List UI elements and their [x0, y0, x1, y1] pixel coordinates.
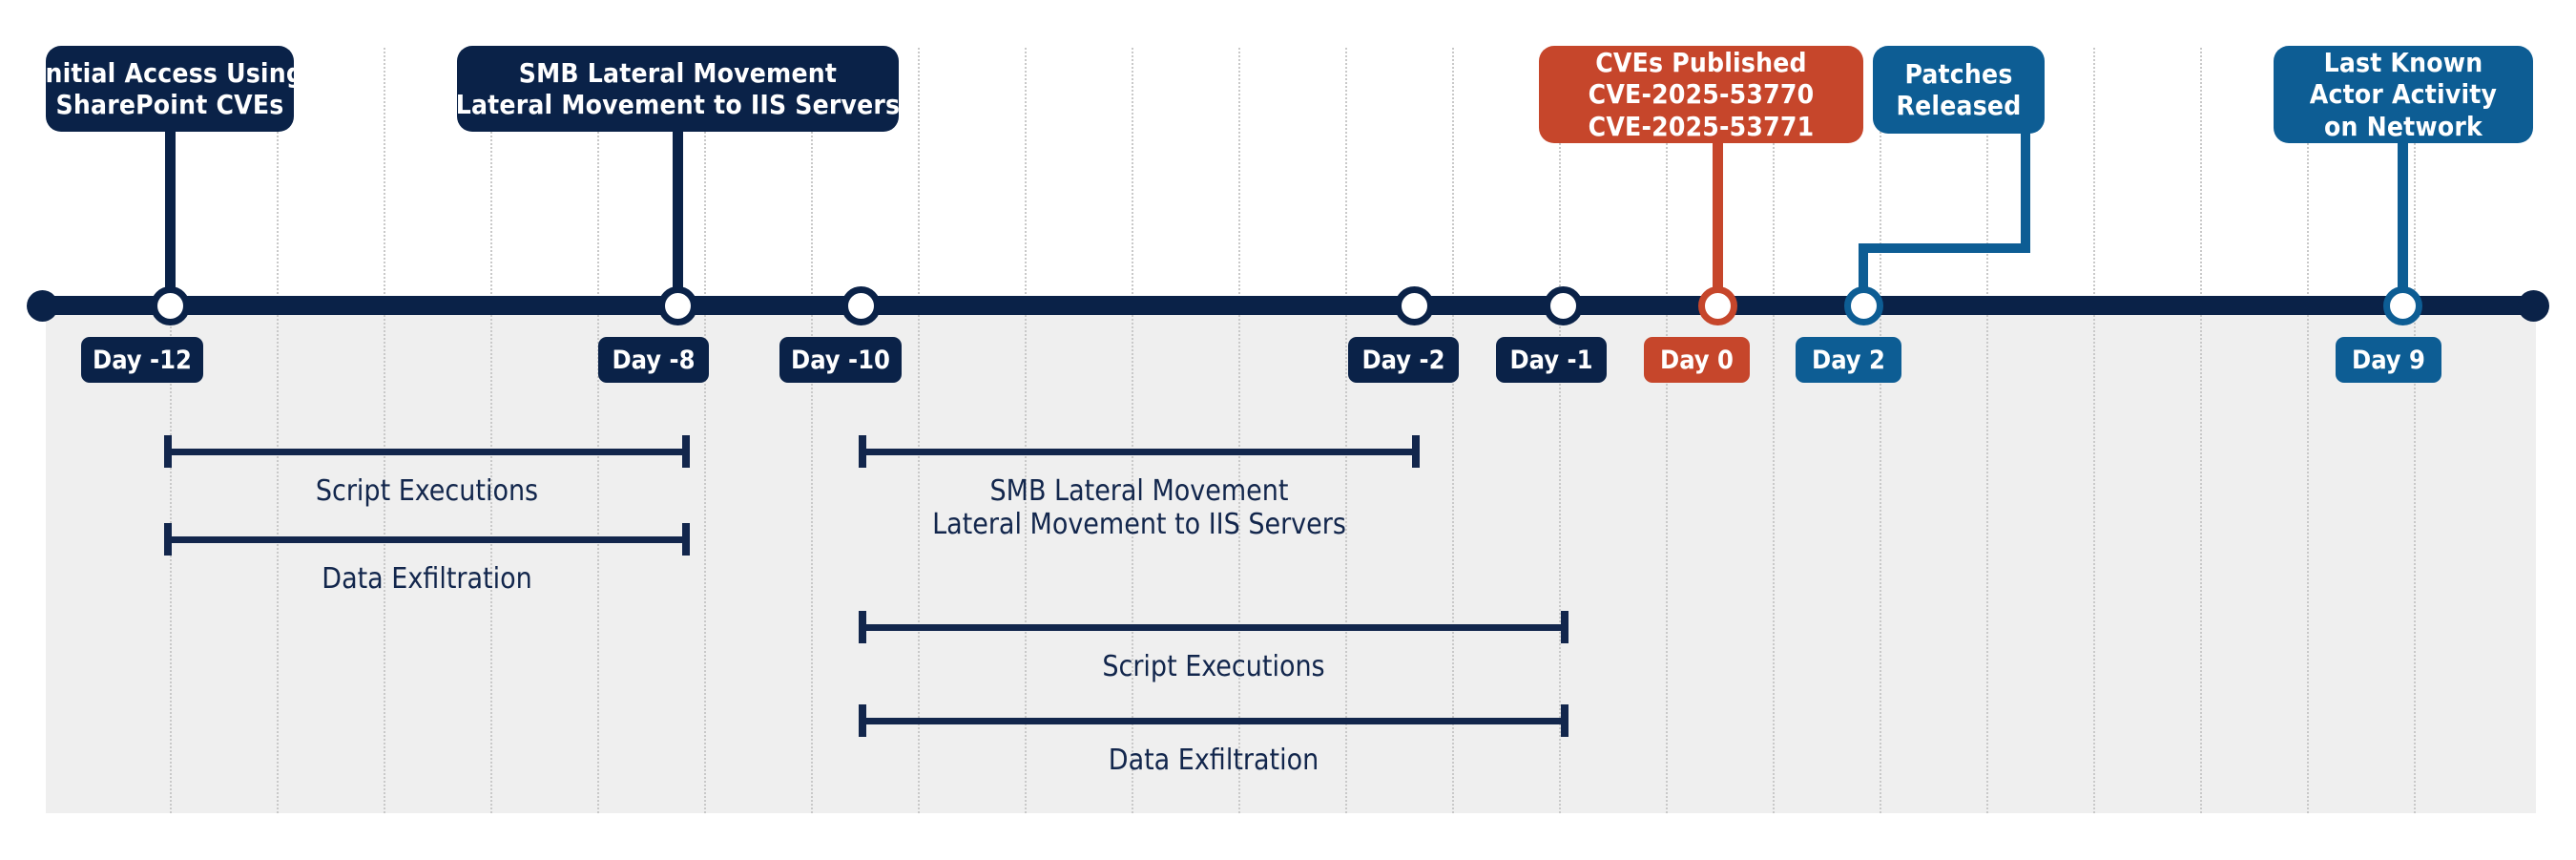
bracket-data-exfiltration-early [164, 523, 690, 556]
gridline [1773, 48, 1775, 813]
gridline [597, 48, 599, 813]
day-badge-day-0[interactable]: Day 0 [1644, 337, 1750, 383]
bracket-cap-right [1412, 435, 1420, 468]
day-badge-day-minus-1[interactable]: Day -1 [1496, 337, 1607, 383]
bracket-cap-right [682, 435, 690, 468]
gridline [384, 48, 385, 813]
gridline [1559, 48, 1561, 813]
event-card-line: SMB Lateral Movement [518, 56, 838, 89]
event-card-line: Last Known [2323, 47, 2483, 79]
gridline [1452, 48, 1454, 813]
gridline [1238, 48, 1240, 813]
gridline [170, 48, 172, 813]
gridline [811, 48, 813, 813]
gridline [1666, 48, 1668, 813]
bracket-data-exfiltration-late [859, 704, 1568, 737]
timeline-node-day-minus-2[interactable] [1395, 286, 1434, 325]
card-stem-smb-lateral [673, 132, 683, 304]
gridline [2414, 48, 2416, 813]
gridline [1345, 48, 1347, 813]
event-card-line: on Network [2324, 110, 2483, 142]
gridline [918, 48, 920, 813]
bracket-label-script-executions-late: Script Executions [1102, 650, 1325, 683]
bracket-label-line: SMB Lateral Movement [989, 474, 1289, 508]
day-badge-day-minus-8[interactable]: Day -8 [598, 337, 709, 383]
bracket-bar [859, 718, 1568, 724]
event-card-cves-published[interactable]: CVEs Published CVE-2025-53770 CVE-2025-5… [1539, 46, 1863, 143]
event-card-smb-lateral[interactable]: SMB Lateral Movement Lateral Movement to… [455, 46, 901, 132]
event-card-initial-access[interactable]: Initial Access Using SharePoint CVEs [36, 46, 303, 132]
bracket-label-data-exfiltration-late: Data Exfiltration [1108, 744, 1319, 777]
event-card-line: Released [1896, 90, 2022, 121]
timeline-end-cap [2518, 290, 2549, 322]
event-card-line: CVE-2025-53770 [1588, 78, 1815, 111]
bracket-cap-right [1561, 704, 1568, 737]
bracket-bar [164, 536, 690, 543]
bracket-label-smb-lateral-movement: SMB Lateral Movement Lateral Movement to… [782, 474, 1496, 542]
event-card-line: Actor Activity [2309, 78, 2498, 111]
card-stem-initial-access [165, 129, 176, 304]
timeline-node-day-minus-12[interactable] [151, 286, 190, 325]
day-badge-day-minus-2[interactable]: Day -2 [1348, 337, 1459, 383]
gridline [277, 48, 279, 813]
event-card-line: Patches [1904, 57, 2013, 90]
event-card-line: Initial Access Using [35, 56, 304, 89]
timeline-node-day-minus-1[interactable] [1544, 286, 1583, 325]
timeline-node-day-9[interactable] [2383, 286, 2422, 325]
bracket-label-line: Lateral Movement to IIS Servers [932, 508, 1346, 542]
event-card-line: CVEs Published [1595, 47, 1807, 79]
timeline-node-day-minus-10[interactable] [841, 286, 881, 325]
gridline [704, 48, 706, 813]
gridline [2307, 48, 2309, 813]
gridline [2093, 48, 2095, 813]
day-badge-day-minus-10[interactable]: Day -10 [779, 337, 902, 383]
card-elbow-patches-released [1859, 132, 2030, 308]
timeline-start-cap [27, 290, 58, 322]
card-stem-cves-published [1713, 129, 1723, 304]
timeline-node-day-minus-8[interactable] [658, 286, 697, 325]
bracket-script-executions-early [164, 435, 690, 468]
event-card-line: SharePoint CVEs [55, 89, 284, 120]
event-card-line: CVE-2025-53771 [1588, 110, 1815, 142]
timeline-node-day-0[interactable] [1698, 286, 1737, 325]
bracket-label-data-exfiltration-early: Data Exfiltration [322, 562, 532, 596]
event-card-patches-released[interactable]: Patches Released [1873, 46, 2045, 134]
bracket-script-executions-late [859, 611, 1568, 643]
bracket-cap-right [682, 523, 690, 556]
timeline-node-day-2[interactable] [1844, 286, 1883, 325]
timeline-axis [38, 296, 2538, 315]
event-card-line: Lateral Movement to IIS Servers [455, 89, 901, 120]
bracket-label-script-executions-early: Script Executions [315, 474, 539, 508]
card-stem-last-activity [2398, 129, 2408, 304]
day-badge-day-minus-12[interactable]: Day -12 [81, 337, 203, 383]
event-card-last-activity[interactable]: Last Known Actor Activity on Network [2274, 46, 2533, 143]
gridline [2200, 48, 2202, 813]
gridline [1880, 48, 1881, 813]
gridline [1132, 48, 1133, 813]
bracket-cap-right [1561, 611, 1568, 643]
gridline [1025, 48, 1027, 813]
timeline-background-panel [46, 307, 2536, 813]
bracket-bar [164, 449, 690, 455]
day-badge-day-2[interactable]: Day 2 [1796, 337, 1901, 383]
bracket-smb-lateral-movement [859, 435, 1420, 468]
bracket-bar [859, 449, 1420, 455]
bracket-bar [859, 624, 1568, 631]
day-badge-day-9[interactable]: Day 9 [2336, 337, 2441, 383]
gridline [1986, 48, 1988, 813]
gridline [490, 48, 492, 813]
